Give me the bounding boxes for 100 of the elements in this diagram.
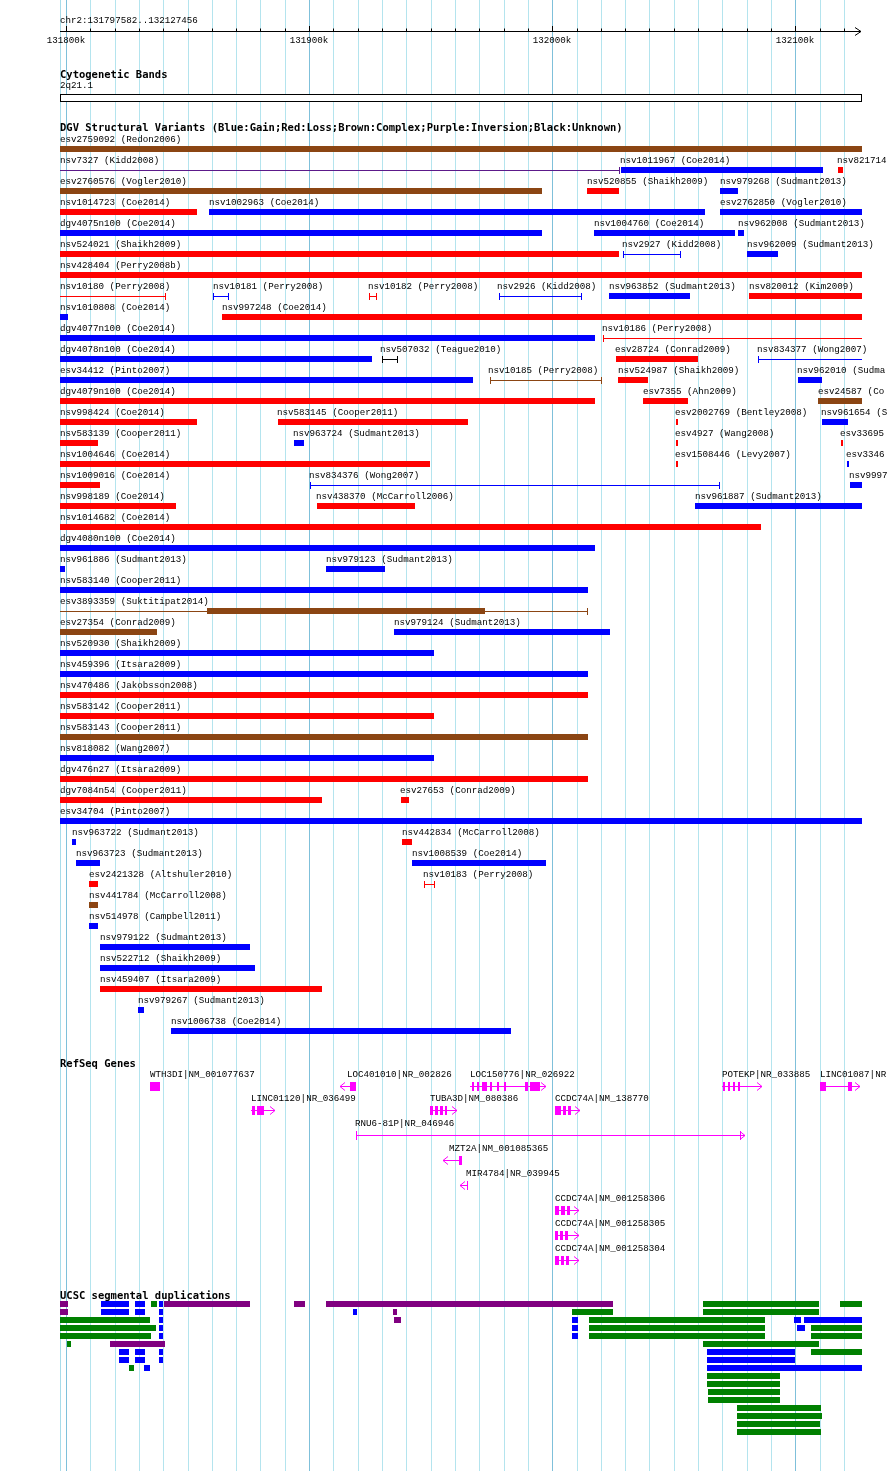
variant-label: nsv459396 (Itsara2009)	[60, 659, 182, 671]
variant-label: esv27354 (Conrad2009)	[60, 617, 176, 629]
gene-label: TUBA3D|NM_080386	[430, 1093, 519, 1105]
variant-label: nsv7327 (Kidd2008)	[60, 155, 160, 167]
variant-label: esv34704 (Pinto2007)	[60, 806, 171, 818]
variant-label: esv1508446 (Levy2007)	[675, 449, 791, 461]
variant-label: nsv1006738 (Coe2014)	[171, 1016, 282, 1028]
variant-label: nsv979123 (Sudmant2013)	[326, 554, 453, 566]
gene-label: MIR4784|NR_039945	[466, 1168, 560, 1180]
variant-label: nsv1008539 (Coe2014)	[412, 848, 523, 860]
variant-label: nsv2927 (Kidd2008)	[622, 239, 722, 251]
tick-label: 131800k	[46, 35, 86, 47]
track-title: RefSeq Genes	[60, 1057, 136, 1069]
gene-label: LINC01120|NR_036499	[251, 1093, 356, 1105]
variant-label: nsv442834 (McCarroll2008)	[402, 827, 540, 839]
variant-label: nsv979267 (Sudmant2013)	[138, 995, 265, 1007]
variant-label: esv2421328 (Altshuler2010)	[89, 869, 233, 881]
variant-label: esv2760576 (Vogler2010)	[60, 176, 187, 188]
variant-label: nsv963852 (Sudmant2013)	[609, 281, 736, 293]
variant-label: nsv1014682 (Coe2014)	[60, 512, 171, 524]
variant-label: esv27653 (Conrad2009)	[400, 785, 516, 797]
variant-label: nsv1002963 (Coe2014)	[209, 197, 320, 209]
variant-label: nsv821714	[837, 155, 887, 167]
variant-label: nsv979268 (Sudmant2013)	[720, 176, 847, 188]
variant-label: dgv4077n100 (Coe2014)	[60, 323, 176, 335]
variant-label: nsv514978 (Campbell2011)	[89, 911, 222, 923]
variant-label: nsv962010 (Sudma	[797, 365, 886, 377]
variant-label: nsv1011967 (Coe2014)	[620, 155, 731, 167]
variant-label: nsv10182 (Perry2008)	[368, 281, 479, 293]
tick-label: 131900k	[289, 35, 329, 47]
track-title: Cytogenetic Bands	[60, 68, 168, 80]
gene-label: LOC401010|NR_002826	[347, 1069, 452, 1081]
tick-label: 132000k	[532, 35, 572, 47]
variant-label: nsv979122 (Sudmant2013)	[100, 932, 227, 944]
gene-label: POTEKP|NR_033885	[722, 1069, 811, 1081]
variant-label: nsv820012 (Kim2009)	[749, 281, 854, 293]
variant-label: esv28724 (Conrad2009)	[615, 344, 731, 356]
variant-label: nsv2926 (Kidd2008)	[497, 281, 597, 293]
variant-label: nsv1004760 (Coe2014)	[594, 218, 705, 230]
variant-label: nsv520855 (Shaikh2009)	[587, 176, 709, 188]
gene-label: CCDC74A|NM_001258304	[555, 1243, 666, 1255]
variant-label: nsv963722 (Sudmant2013)	[72, 827, 199, 839]
variant-label: dgv4075n100 (Coe2014)	[60, 218, 176, 230]
variant-label: nsv441784 (McCarroll2008)	[89, 890, 227, 902]
variant-label: esv24587 (Co	[818, 386, 885, 398]
variant-label: esv2759092 (Redon2006)	[60, 134, 182, 146]
gene-label: CCDC74A|NM_001258306	[555, 1193, 666, 1205]
variant-label: dgv7084n54 (Cooper2011)	[60, 785, 187, 797]
variant-label: nsv961654 (S	[821, 407, 888, 419]
gene-label: LINC01087|NR	[820, 1069, 887, 1081]
variant-label: esv2002769 (Bentley2008)	[675, 407, 808, 419]
variant-label: nsv10186 (Perry2008)	[602, 323, 713, 335]
band-label: 2q21.1	[60, 80, 94, 92]
gene-label: WTH3DI|NM_001077637	[150, 1069, 255, 1081]
variant-label: nsv459407 (Itsara2009)	[100, 974, 222, 986]
variant-label: nsv962009 (Sudmant2013)	[747, 239, 874, 251]
variant-label: nsv10185 (Perry2008)	[488, 365, 599, 377]
variant-label: nsv1009016 (Coe2014)	[60, 470, 171, 482]
variant-label: esv3893359 (Suktitipat2014)	[60, 596, 209, 608]
variant-label: esv3346	[846, 449, 885, 461]
variant-label: nsv961886 (Sudmant2013)	[60, 554, 187, 566]
variant-label: esv33695	[840, 428, 885, 440]
variant-label: nsv507032 (Teague2010)	[380, 344, 502, 356]
variant-label: dgv476n27 (Itsara2009)	[60, 764, 182, 776]
variant-label: nsv10183 (Perry2008)	[423, 869, 534, 881]
variant-label: nsv524987 (Shaikh2009)	[618, 365, 740, 377]
gene-label: CCDC74A|NM_138770	[555, 1093, 649, 1105]
track-title: UCSC segmental duplications	[60, 1289, 231, 1301]
variant-label: nsv1010808 (Coe2014)	[60, 302, 171, 314]
track-title: DGV Structural Variants (Blue:Gain;Red:Loss;Brown:Complex;Purple:Inversion;Black:Unknown)	[60, 121, 623, 133]
gene-label: MZT2A|NM_001085365	[449, 1143, 549, 1155]
variant-label: nsv834376 (Wong2007)	[309, 470, 420, 482]
gene-label: RNU6-81P|NR_046946	[355, 1118, 455, 1130]
variant-label: nsv997248 (Coe2014)	[222, 302, 327, 314]
variant-label: nsv961887 (Sudmant2013)	[695, 491, 822, 503]
variant-label: nsv583145 (Cooper2011)	[277, 407, 399, 419]
variant-label: nsv10181 (Perry2008)	[213, 281, 324, 293]
variant-label: esv2762850 (Vogler2010)	[720, 197, 847, 209]
variant-label: nsv998189 (Coe2014)	[60, 491, 165, 503]
variant-label: nsv438370 (McCarroll2006)	[316, 491, 454, 503]
variant-label: dgv4079n100 (Coe2014)	[60, 386, 176, 398]
variant-label: nsv962008 (Sudmant2013)	[738, 218, 865, 230]
variant-label: nsv9997	[849, 470, 888, 482]
variant-label: nsv428404 (Perry2008b)	[60, 260, 182, 272]
variant-label: nsv963723 (Sudmant2013)	[76, 848, 203, 860]
variant-label: esv7355 (Ahn2009)	[643, 386, 737, 398]
variant-label: nsv524021 (Shaikh2009)	[60, 239, 182, 251]
variant-label: esv4927 (Wang2008)	[675, 428, 775, 440]
variant-label: nsv818082 (Wang2007)	[60, 743, 171, 755]
variant-label: esv34412 (Pinto2007)	[60, 365, 171, 377]
variant-label: dgv4078n100 (Coe2014)	[60, 344, 176, 356]
tick-label: 132100k	[775, 35, 815, 47]
variant-label: nsv583143 (Cooper2011)	[60, 722, 182, 734]
variant-label: nsv998424 (Coe2014)	[60, 407, 165, 419]
variant-label: nsv1014723 (Coe2014)	[60, 197, 171, 209]
variant-label: nsv1004646 (Coe2014)	[60, 449, 171, 461]
variant-label: nsv979124 (Sudmant2013)	[394, 617, 521, 629]
variant-label: nsv520930 (Shaikh2009)	[60, 638, 182, 650]
variant-label: nsv963724 (Sudmant2013)	[293, 428, 420, 440]
variant-label: nsv583142 (Cooper2011)	[60, 701, 182, 713]
